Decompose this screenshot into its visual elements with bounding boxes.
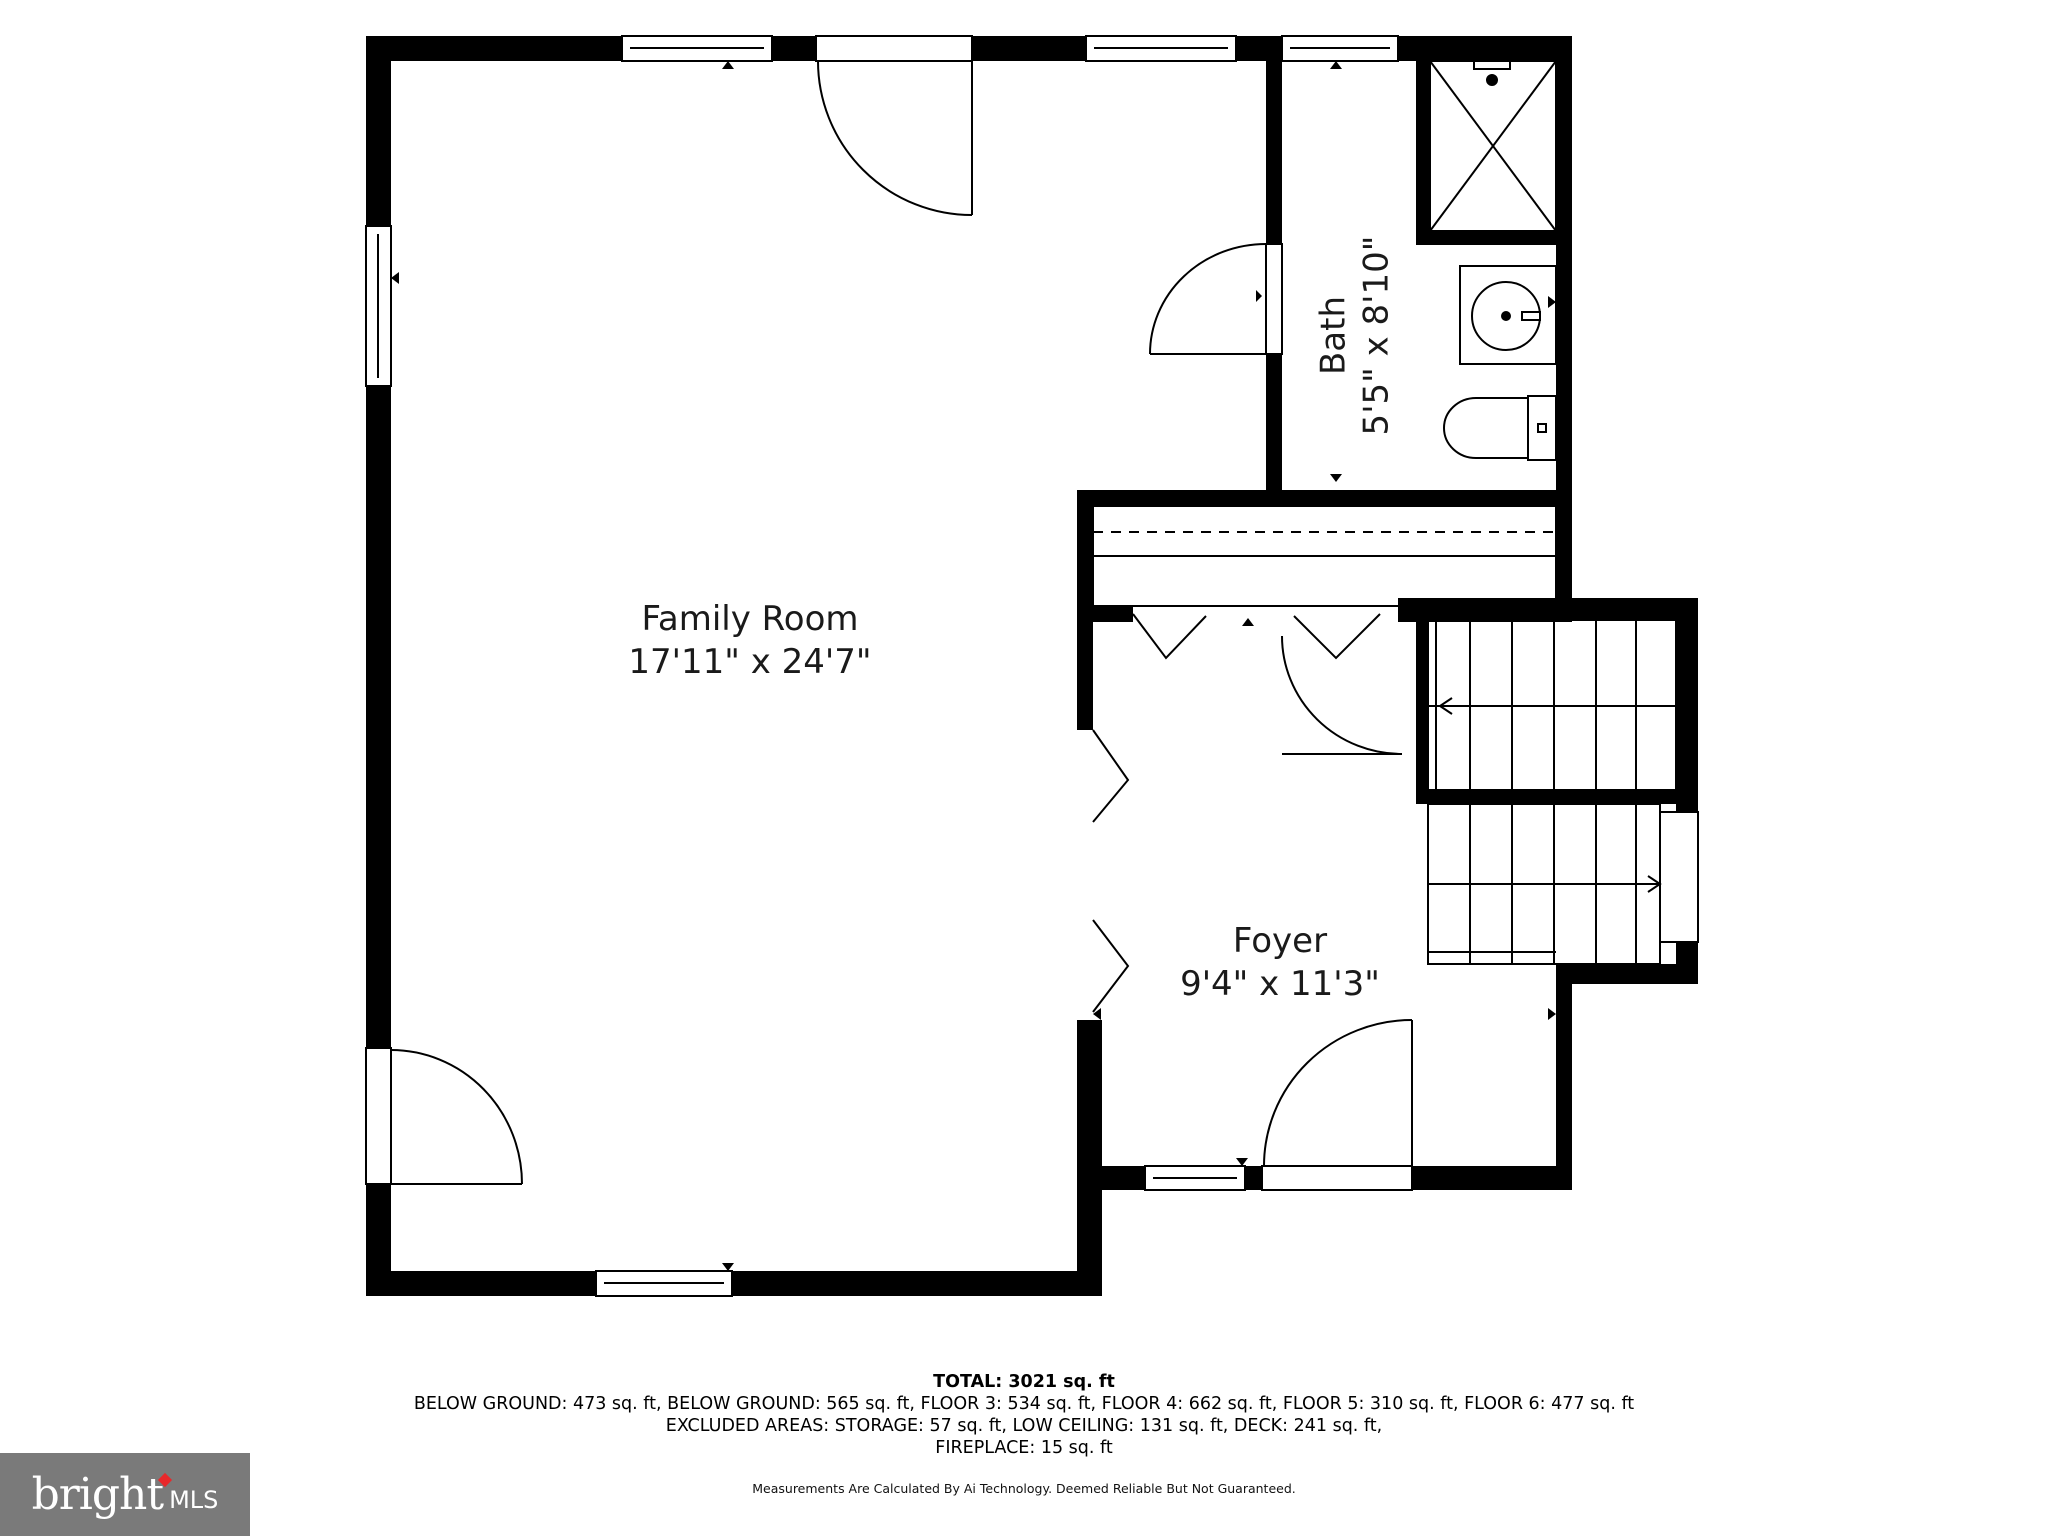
family-room-label: Family Room 17'11" x 24'7" [560, 598, 940, 683]
door-swings [390, 60, 1413, 1185]
opening-foyer-family [1077, 730, 1093, 1020]
door-opening-left [365, 1047, 392, 1185]
wall-stairs-mid [1416, 790, 1698, 804]
door-opening-bath [1265, 243, 1283, 355]
wall-family-right-upper [1077, 490, 1093, 730]
wall-family-right-lower [1077, 1020, 1102, 1296]
total-area: TOTAL: 3021 sq. ft [933, 1372, 1115, 1392]
wall-foyer-right [1556, 984, 1572, 1190]
wall-closet-bottom-left [1093, 606, 1133, 622]
bath-fixtures [1429, 60, 1557, 461]
wall-bath-bottom [1077, 490, 1572, 506]
wall-stairs-bottom [1556, 964, 1698, 984]
bath-size: 5'5" x 8'10" [1356, 235, 1396, 436]
wall-right-upper [1556, 36, 1572, 606]
bath-label: Bath 5'5" x 8'10" [1313, 211, 1398, 461]
door-openings [365, 35, 1413, 1191]
bath-name: Bath [1313, 295, 1354, 376]
window-stairs-right [1659, 811, 1699, 943]
wall-stairs-inner-left [1416, 620, 1428, 804]
area-line-2: EXCLUDED AREAS: STORAGE: 57 sq. ft, LOW … [665, 1416, 1383, 1436]
door-opening-top [815, 35, 973, 62]
foyer-name: Foyer [1232, 921, 1328, 961]
logo-suffix: MLS [169, 1485, 219, 1514]
disclaimer-text: Measurements Are Calculated By Ai Techno… [752, 1481, 1296, 1496]
closet-shelf [1092, 505, 1557, 607]
wall-stairs-top [1398, 598, 1698, 620]
area-summary: TOTAL: 3021 sq. ft BELOW GROUND: 473 sq.… [0, 1371, 2048, 1459]
markers [391, 61, 1556, 1271]
toilet-bowl [1443, 397, 1529, 459]
family-room-name: Family Room [641, 599, 859, 639]
foyer-size: 9'4" x 11'3" [1180, 963, 1380, 1004]
family-room-size: 17'11" x 24'7" [628, 641, 872, 682]
wall-shower-bottom [1416, 231, 1572, 245]
area-line-1: BELOW GROUND: 473 sq. ft, BELOW GROUND: … [413, 1394, 1635, 1414]
wall-family-bottom [366, 1271, 1102, 1296]
area-line-3: FIREPLACE: 15 sq. ft [935, 1438, 1113, 1458]
wall-shower-left [1416, 54, 1430, 245]
bright-mls-logo: bright MLS [0, 1453, 250, 1536]
foyer-label: Foyer 9'4" x 11'3" [1130, 920, 1430, 1005]
logo-word: bright [31, 1469, 164, 1520]
stairs [1427, 619, 1677, 965]
windows [365, 35, 1699, 1297]
door-opening-foyer [1261, 1165, 1413, 1191]
